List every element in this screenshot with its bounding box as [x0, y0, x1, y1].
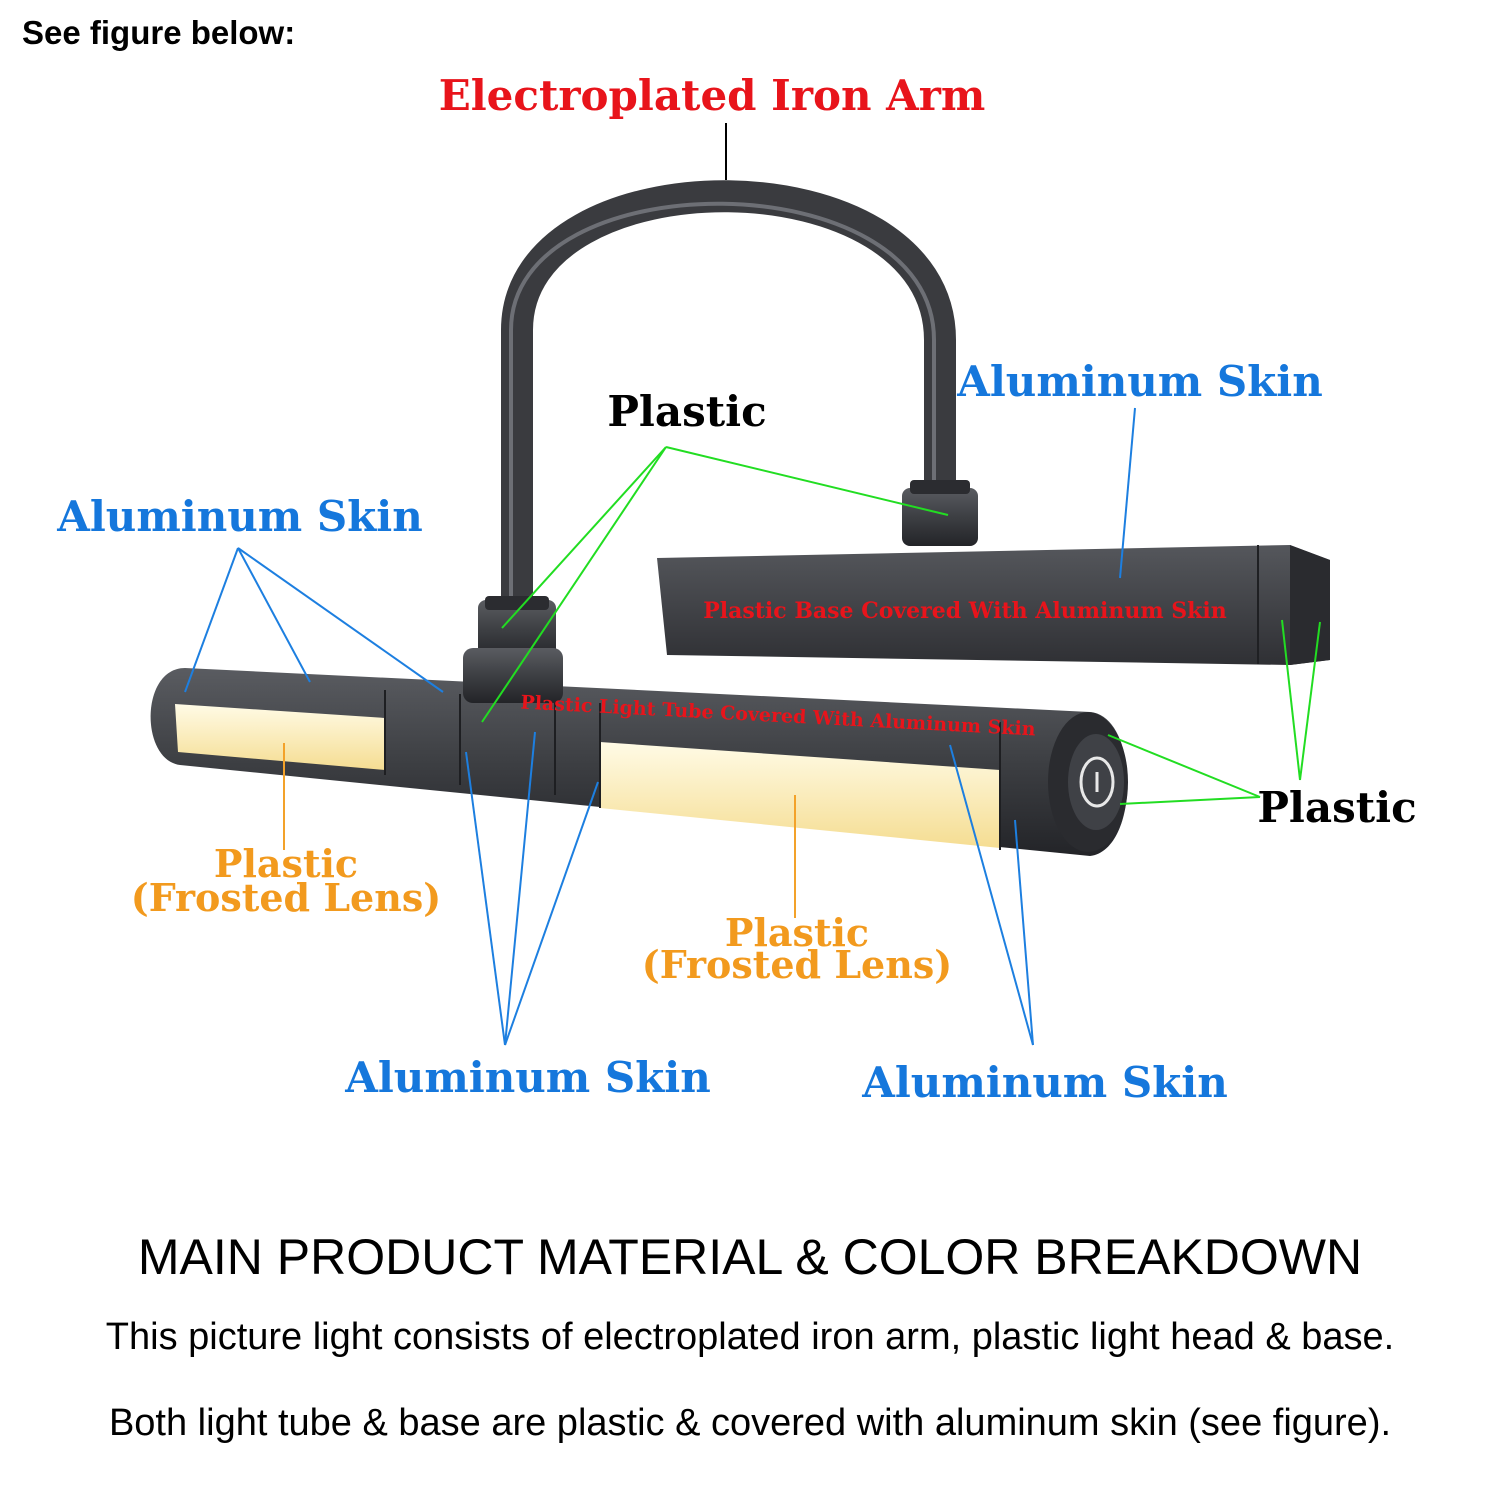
main-heading: MAIN PRODUCT MATERIAL & COLOR BREAKDOWN [137, 1229, 1363, 1285]
label-base-overlay: Plastic Base Covered With Aluminum Skin [703, 598, 1227, 624]
light-tube [150, 668, 1128, 856]
lens-left [175, 704, 385, 770]
label-aluminum-bottom-center: Aluminum Skin [344, 1053, 711, 1102]
iron-arm-highlight [509, 201, 936, 600]
description-2: Both light tube & base are plastic & cov… [108, 1402, 1392, 1444]
label-lens-left-1: Plastic [214, 841, 358, 886]
power-icon[interactable] [1079, 756, 1115, 808]
leaders-orange [283, 743, 796, 918]
label-aluminum-bottom-right: Aluminum Skin [861, 1058, 1228, 1107]
base-box [657, 545, 1330, 665]
base-joint [902, 480, 978, 546]
description-1: This picture light consists of electropl… [105, 1316, 1395, 1358]
tube-joint [463, 596, 563, 703]
intro-text: See figure below: [22, 14, 296, 51]
leaders-blue [184, 407, 1136, 1046]
label-plastic-right: Plastic [1257, 783, 1416, 832]
label-plastic-top: Plastic [607, 387, 766, 436]
label-lens-center-2: (Frosted Lens) [642, 942, 952, 987]
label-aluminum-right: Aluminum Skin [956, 357, 1323, 406]
label-lens-center-1: Plastic [725, 910, 869, 955]
product-diagram: Electroplated Iron Arm Plastic Aluminum … [56, 71, 1416, 1107]
lens-center [600, 742, 1000, 848]
label-iron-arm: Electroplated Iron Arm [439, 71, 986, 120]
label-lens-left-2: (Frosted Lens) [131, 875, 441, 920]
iron-arm [501, 180, 956, 621]
label-aluminum-left: Aluminum Skin [56, 492, 423, 541]
leaders-green [481, 446, 1321, 805]
